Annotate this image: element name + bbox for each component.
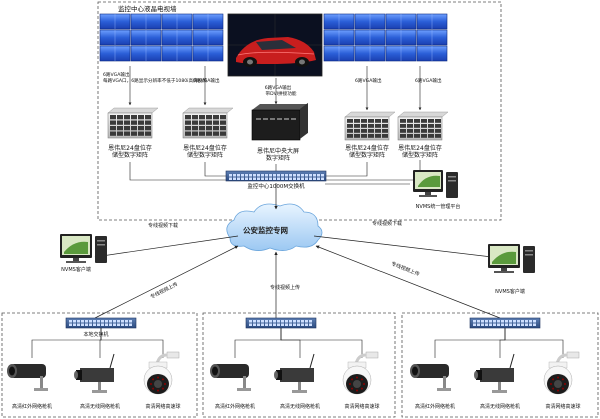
camera-1-3 [143, 351, 180, 395]
trunk-links [94, 183, 501, 319]
camera-3-2 [474, 353, 515, 393]
site1-cam3-label: 高清网络高速球 [145, 404, 181, 410]
camera-3-1 [410, 364, 451, 391]
client-left-label: NVMS客户端 [61, 267, 91, 273]
server-3 [251, 102, 308, 141]
public-security-cloud [226, 203, 323, 251]
link-up-center: 专线视频上传 [270, 285, 301, 291]
site-switch-2 [245, 317, 317, 329]
core-switch-label: 监控中心1000M交换机 [247, 184, 305, 190]
car-image [227, 13, 323, 77]
site-switch-1 [65, 317, 137, 329]
nvms-mgmt-label: NVMS统一管理平台 [415, 204, 461, 210]
camera-2-2 [274, 353, 315, 393]
server-caption-2: 恩伟尼24盘位存储型数字矩阵 [183, 145, 227, 159]
server-4 [344, 111, 396, 141]
camera-3-3 [543, 351, 580, 395]
camera-1-2 [74, 353, 115, 393]
site-frame-center [202, 312, 396, 418]
link-down-left: 专线视频下载 [148, 223, 179, 229]
core-switch [225, 170, 327, 182]
output-label-center-sub: 带DVI拼接功能 [265, 92, 297, 97]
site-1 [7, 317, 180, 395]
output-label-left: 6路VGA输出 [103, 73, 130, 78]
site2-cam1-label: 高清红外网络枪机 [214, 404, 256, 410]
video-wall [99, 13, 448, 62]
site-frame-left [1, 312, 198, 418]
site3-cam2-label: 高清无线网络枪机 [479, 404, 521, 410]
server-caption-4: 恩伟尼24盘位存储型数字矩阵 [345, 145, 389, 159]
site1-cam2-label: 高清无线网络枪机 [79, 404, 121, 410]
site2-cam3-label: 高清网络高速球 [344, 404, 380, 410]
site-2 [210, 317, 379, 395]
wall-links [128, 66, 422, 111]
output-label-left-sub: 每路VGA口，6路显示分辨率不低于1080i高清视频 [103, 79, 207, 84]
site3-cam1-label: 高清红外网络枪机 [414, 404, 456, 410]
output-label-left-mid: 6路VGA输出 [193, 79, 220, 84]
camera-sites [7, 317, 580, 395]
site3-cam3-label: 高清网络高速球 [545, 404, 581, 410]
server-2 [182, 107, 234, 139]
server-group [107, 102, 449, 141]
site2-cam2-label: 高清无线网络枪机 [279, 404, 321, 410]
link-down-right: 专线视频下载 [372, 221, 403, 227]
output-label-center: 6路VGA输出 [264, 86, 292, 91]
site-3 [410, 317, 580, 395]
site-left-switch-label: 本地交换机 [83, 332, 109, 338]
output-label-right: 6路VGA输出 [415, 79, 442, 84]
server-caption-1: 恩伟尼24盘位存储型数字矩阵 [108, 145, 152, 159]
server-caption-5: 恩伟尼24盘位存储型数字矩阵 [398, 145, 442, 159]
nvms-client-right [488, 244, 535, 273]
camera-1-1 [7, 364, 48, 391]
video-wall-title: 监控中心液晶电视墙 [118, 5, 177, 13]
site-frame-right [401, 312, 599, 418]
client-right-label: NVMS客户端 [495, 289, 525, 295]
nvms-mgmt-pc [413, 170, 458, 198]
site1-cam1-label: 高清红外网络枪机 [11, 404, 53, 410]
cloud-label: 公安监控专网 [243, 226, 288, 235]
site-switch-3 [469, 317, 541, 329]
camera-2-1 [210, 364, 251, 391]
server-caption-3: 恩伟尼中央大屏数字矩阵 [256, 148, 300, 162]
camera-2-3 [342, 351, 379, 395]
output-label-right-mid: 6路VGA输出 [355, 79, 382, 84]
nvms-client-left [60, 234, 107, 263]
server-5 [397, 111, 449, 141]
server-1 [107, 107, 159, 139]
